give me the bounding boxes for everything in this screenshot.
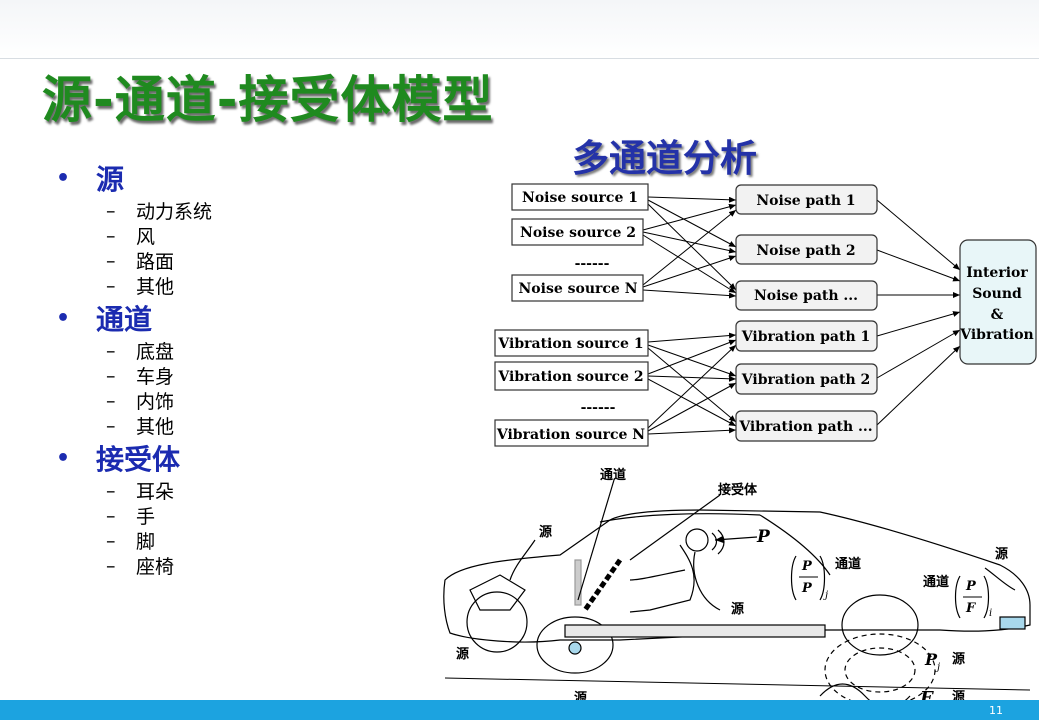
bullet-receiver: • 接受体 bbox=[56, 438, 356, 478]
list-item: –耳朵 bbox=[56, 478, 356, 504]
list-item: –动力系统 bbox=[56, 198, 356, 224]
vibration-path-label: Vibration path 2 bbox=[741, 372, 870, 388]
receiver-box: Interior Sound & Vibration bbox=[959, 239, 1037, 365]
vibration-path-box: Vibration path 2 bbox=[735, 363, 878, 395]
bullet-label: 接受体 bbox=[96, 443, 181, 476]
car-label-source: 源 bbox=[995, 546, 1008, 562]
list-item-label: 其他 bbox=[136, 416, 175, 438]
receiver-label: Interior bbox=[966, 265, 1028, 281]
noise-source-box: Noise source 1 bbox=[511, 183, 649, 211]
list-item: –座椅 bbox=[56, 553, 356, 579]
list-item: –车身 bbox=[56, 363, 356, 389]
list-item: –手 bbox=[56, 503, 356, 529]
bullet-label: 通道 bbox=[96, 303, 153, 336]
vibration-ellipsis: ------ bbox=[581, 400, 616, 416]
list-item-label: 耳朵 bbox=[136, 481, 175, 503]
vibration-source-label: Vibration source 2 bbox=[497, 369, 643, 385]
list-item-label: 内饰 bbox=[136, 391, 175, 413]
label-pj: P bbox=[924, 650, 938, 669]
slide-title: 源-通道-接受体模型 bbox=[42, 71, 494, 129]
noise-source-label: Noise source N bbox=[519, 281, 638, 297]
page-number: 11 bbox=[989, 704, 1003, 717]
list-item: –脚 bbox=[56, 528, 356, 554]
car-label-receiver: 接受体 bbox=[718, 482, 758, 498]
fraction-subscript: j bbox=[823, 590, 828, 601]
list-item-label: 座椅 bbox=[136, 556, 175, 578]
list-item-label: 动力系统 bbox=[136, 201, 213, 223]
fraction-numerator: P bbox=[801, 559, 813, 574]
list-item-label: 路面 bbox=[136, 251, 175, 273]
car-label-channel: 通道 bbox=[600, 467, 626, 483]
list-item: –内饰 bbox=[56, 388, 356, 414]
car-label-source: 源 bbox=[952, 651, 965, 667]
vibration-source-label: Vibration source N bbox=[496, 427, 645, 443]
receiver-label: Sound bbox=[972, 286, 1022, 302]
vibration-connections bbox=[647, 332, 737, 435]
car-illustration bbox=[443, 479, 1031, 709]
car-label-channel-fi: 通道 bbox=[923, 574, 949, 590]
noise-source-label: Noise source 2 bbox=[520, 225, 636, 241]
bullet-list: •源 –动力系统 –风 –路面 –其他 •通道 –底盘 –车身 –内饰 –其他 … bbox=[56, 158, 356, 578]
vibration-path-box: Vibration path 1 bbox=[735, 320, 878, 352]
vibration-path-label: Vibration path ... bbox=[738, 419, 872, 435]
receiver-label: Vibration bbox=[959, 327, 1033, 343]
bullet-dot-icon: • bbox=[56, 445, 71, 471]
list-item-label: 脚 bbox=[136, 531, 156, 553]
noise-path-box: Noise path ... bbox=[735, 280, 878, 311]
list-item: –路面 bbox=[56, 248, 356, 274]
receiver-label: & bbox=[991, 307, 1004, 323]
label-pj-subscript: j bbox=[935, 662, 940, 673]
bullet-dot-icon: • bbox=[56, 305, 71, 331]
noise-source-box: Noise source N bbox=[511, 274, 644, 302]
transfer-fraction-fi: P F i bbox=[954, 575, 992, 619]
receiver-connections bbox=[876, 199, 961, 426]
header-band bbox=[0, 0, 1039, 59]
vibration-source-box: Vibration source 1 bbox=[494, 329, 649, 357]
noise-path-box: Noise path 1 bbox=[735, 184, 878, 215]
car-label-p: P bbox=[756, 527, 771, 547]
car-label-channel-pj: 通道 bbox=[835, 556, 861, 572]
noise-path-label: Noise path ... bbox=[754, 288, 858, 304]
bullet-dot-icon: • bbox=[56, 165, 71, 191]
noise-path-label: Noise path 1 bbox=[756, 193, 855, 209]
bullet-path: • 通道 bbox=[56, 298, 356, 338]
list-item: –其他 bbox=[56, 273, 356, 299]
transfer-fraction-pj: P P j bbox=[790, 555, 828, 601]
bullet-source: •源 bbox=[56, 158, 356, 198]
vibration-source-label: Vibration source 1 bbox=[497, 336, 643, 352]
list-item-label: 底盘 bbox=[136, 341, 175, 363]
car-label-source: 源 bbox=[731, 601, 744, 617]
list-item: –底盘 bbox=[56, 338, 356, 364]
footer-bar bbox=[0, 700, 1039, 720]
car-label-source: 源 bbox=[456, 646, 469, 662]
list-item: –风 bbox=[56, 223, 356, 249]
list-item-label: 风 bbox=[136, 226, 156, 248]
vibration-path-label: Vibration path 1 bbox=[741, 329, 870, 345]
fraction-subscript: i bbox=[989, 608, 992, 619]
fraction-denominator: F bbox=[965, 601, 976, 616]
list-item-label: 手 bbox=[136, 506, 156, 528]
vibration-source-box: Vibration source N bbox=[494, 419, 649, 447]
car-label-source: 源 bbox=[539, 524, 552, 540]
list-item-label: 其他 bbox=[136, 276, 175, 298]
list-item-label: 车身 bbox=[136, 366, 175, 388]
noise-source-label: Noise source 1 bbox=[522, 190, 638, 206]
list-item: –其他 bbox=[56, 413, 356, 439]
vibration-source-box: Vibration source 2 bbox=[494, 361, 649, 391]
fraction-numerator: P bbox=[965, 579, 977, 594]
noise-source-box: Noise source 2 bbox=[511, 218, 644, 246]
bullet-label: 源 bbox=[96, 163, 125, 196]
fraction-denominator: P bbox=[801, 581, 813, 596]
diagram-subtitle: 多通道分析 bbox=[572, 137, 757, 180]
noise-path-box: Noise path 2 bbox=[735, 234, 878, 265]
noise-ellipsis: ------ bbox=[575, 256, 610, 272]
noise-connections bbox=[642, 196, 737, 299]
noise-path-label: Noise path 2 bbox=[756, 243, 855, 259]
vibration-path-box: Vibration path ... bbox=[735, 410, 878, 442]
